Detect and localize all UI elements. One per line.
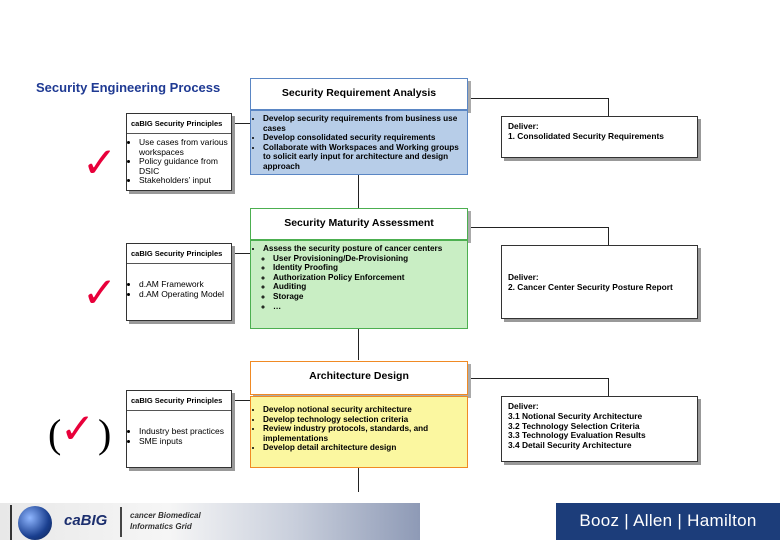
stage-title: Architecture Design <box>309 370 409 382</box>
connector-line <box>468 98 608 99</box>
activity-item: Collaborate with Workspaces and Working … <box>263 143 463 172</box>
activity-subitem: Authorization Policy Enforcement <box>273 273 459 283</box>
connector-line <box>358 175 359 208</box>
input-item: SME inputs <box>139 436 229 447</box>
connector-line <box>232 400 250 401</box>
connector-line <box>232 123 250 124</box>
activity-item: Develop consolidated security requiremen… <box>263 133 463 143</box>
checkmark-icon: ✓ <box>82 268 118 317</box>
input-box-title: caBIG Security Principles <box>127 244 231 264</box>
activity-item: Develop technology selection criteria <box>263 415 463 425</box>
paren-close: ) <box>98 411 112 456</box>
stage-activities-box: Develop security requirements from busin… <box>250 110 468 175</box>
deliverable-box: Deliver: 3.1 Notional Security Architect… <box>501 396 698 462</box>
deliverable-box: Deliver: 2. Cancer Center Security Postu… <box>501 245 698 319</box>
connector-line <box>232 253 250 254</box>
connector-line <box>468 378 608 379</box>
connector-line <box>358 468 359 492</box>
activity-item: Review industry protocols, standards, an… <box>263 424 463 443</box>
deliverable-item: 3.1 Notional Security Architecture <box>508 410 643 421</box>
globe-icon <box>18 506 52 540</box>
input-item: Use cases from various workspaces <box>139 137 229 157</box>
stage-activities-box: Develop notional security architecture D… <box>250 396 468 468</box>
checkmark-icon: ✓ <box>60 404 96 453</box>
activity-subitem: User Provisioning/De-Provisioning <box>273 254 459 264</box>
activity-item: Develop security requirements from busin… <box>263 114 463 133</box>
input-item: Industry best practices <box>139 426 229 437</box>
stage-title-box: Security Maturity Assessment <box>250 208 468 240</box>
cabig-logo-text: caBIG <box>64 512 108 529</box>
diagram-title: Security Engineering Process <box>36 80 221 95</box>
company-logo: Booz | Allen | Hamilton <box>556 503 780 540</box>
activity-item-text: Assess the security posture of cancer ce… <box>263 244 443 253</box>
input-box: caBIG Security Principles Use cases from… <box>126 113 232 191</box>
deliverable-item: 3.2 Technology Selection Criteria <box>508 420 640 431</box>
stage-title-box: Security Requirement Analysis <box>250 78 468 110</box>
activity-item: Develop detail architecture design <box>263 443 463 453</box>
deliverable-item: 1. Consolidated Security Requirements <box>508 130 664 141</box>
deliverable-box: Deliver: 1. Consolidated Security Requir… <box>501 116 698 158</box>
activity-item: Develop notional security architecture <box>263 405 463 415</box>
deliverable-label: Deliver: <box>508 121 539 131</box>
activity-subitem: Identity Proofing <box>273 263 459 273</box>
deliverable-label: Deliver: <box>508 272 539 282</box>
cabig-subtitle: cancer Biomedical Informatics Grid <box>130 510 201 532</box>
activity-subitem: … <box>273 302 459 312</box>
stage-title: Security Maturity Assessment <box>284 217 434 229</box>
input-item: Policy guidance from DSIC <box>139 156 229 176</box>
activity-subitem: Auditing <box>273 282 459 292</box>
activity-item: Assess the security posture of cancer ce… <box>263 244 463 311</box>
cabig-subtitle-line: Informatics Grid <box>130 522 192 531</box>
divider <box>120 507 122 537</box>
connector-line <box>358 329 359 360</box>
input-box: caBIG Security Principles d.AM Framework… <box>126 243 232 321</box>
deliverable-item: 2. Cancer Center Security Posture Report <box>508 281 673 292</box>
checkmark-icon: ✓ <box>82 138 118 187</box>
deliverable-item: 3.3 Technology Evaluation Results <box>508 430 646 441</box>
connector-line <box>468 227 608 228</box>
deliverable-item: 3.4 Detail Security Architecture <box>508 440 632 451</box>
input-box: caBIG Security Principles Industry best … <box>126 390 232 468</box>
input-item: d.AM Operating Model <box>139 289 229 300</box>
deliverable-label: Deliver: <box>508 401 539 411</box>
divider <box>10 505 12 540</box>
input-box-title: caBIG Security Principles <box>127 391 231 411</box>
cabig-subtitle-line: cancer Biomedical <box>130 511 201 520</box>
input-item: Stakeholders’ input <box>139 175 229 186</box>
stage-activities-box: Assess the security posture of cancer ce… <box>250 240 468 329</box>
input-item: d.AM Framework <box>139 279 229 290</box>
activity-subitem: Storage <box>273 292 459 302</box>
connector-line <box>608 98 609 116</box>
connector-line <box>608 227 609 245</box>
input-box-title: caBIG Security Principles <box>127 114 231 134</box>
stage-title: Security Requirement Analysis <box>281 87 437 99</box>
footer-band <box>0 503 420 540</box>
paren-open: ( <box>48 411 62 456</box>
stage-title-box: Architecture Design <box>250 361 468 395</box>
connector-line <box>608 378 609 396</box>
